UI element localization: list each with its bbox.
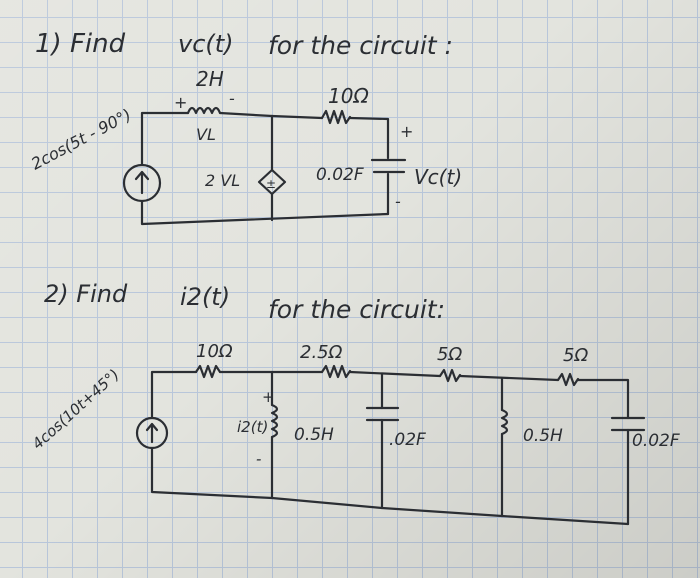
p1-wire-top-mid	[218, 111, 274, 118]
p2-c1-label: .02F	[389, 430, 426, 450]
p2-r1-label: 10Ω	[196, 341, 233, 362]
circuit-1: 1) Find vc(t) for the circuit : 2H + - V…	[28, 29, 462, 226]
p2-r3-label: 5Ω	[437, 344, 462, 365]
p2-source-label: 4cos(10t+45°)	[29, 366, 123, 453]
p1-inductor-minus: -	[229, 89, 235, 108]
p1-source-arrow	[134, 170, 150, 195]
p1-target: vc(t)	[178, 30, 234, 58]
p2-l1-label: 0.5H	[294, 425, 334, 445]
circuit-2: 2) Find i2(t) for the circuit: 10Ω 2.5Ω …	[29, 280, 680, 526]
p2-r3	[438, 368, 462, 383]
p2-current-label: i2(t)	[237, 418, 268, 436]
p1-dependent-label: 2 VL	[205, 171, 240, 190]
p2-wire-left-top	[150, 370, 198, 420]
p2-c2-label: 0.02F	[632, 431, 680, 451]
p2-r4	[556, 372, 580, 387]
p2-target: i2(t)	[180, 283, 230, 311]
p1-resistor	[320, 109, 352, 125]
p2-suffix: for the circuit:	[268, 295, 445, 324]
p1-wire-to-resistor	[270, 114, 324, 120]
p2-l2-label: 0.5H	[523, 426, 563, 446]
p1-wire-bottom	[140, 200, 390, 226]
p1-current-source	[122, 163, 162, 203]
p2-wire-r4-right	[576, 378, 630, 420]
p1-vl-label: VL	[196, 125, 216, 144]
p2-heading: 2) Find	[44, 280, 128, 308]
p1-suffix: for the circuit :	[268, 31, 453, 60]
p2-r4-label: 5Ω	[563, 345, 588, 366]
p2-l1	[270, 403, 279, 439]
p1-inductor-plus: +	[174, 93, 187, 112]
p1-cap-minus: -	[395, 192, 401, 211]
p1-heading: 1) Find	[35, 29, 126, 59]
p1-source-label: 2cos(5t - 90°)	[28, 105, 134, 174]
p1-output-label: Vc(t)	[414, 165, 462, 189]
p1-inductor	[186, 106, 222, 115]
p1-cap-plus: +	[400, 122, 413, 141]
p2-r2-label: 2.5Ω	[300, 342, 343, 363]
p1-dep-pm: ±	[266, 177, 276, 191]
p2-current-source	[135, 416, 169, 450]
p1-wire-right-top	[348, 116, 390, 160]
p2-bottom-rail	[270, 496, 630, 526]
p2-wire-left-bot	[150, 446, 274, 500]
p2-wire-r2-r3	[348, 370, 442, 378]
p2-l2	[500, 408, 509, 436]
p1-resistor-label: 10Ω	[328, 84, 369, 108]
p2-wire-r3-r4	[458, 374, 560, 382]
p2-r2	[320, 364, 352, 379]
p1-dependent-source	[257, 168, 287, 196]
p1-wire-top-left	[140, 111, 190, 167]
p2-minus: -	[256, 450, 261, 468]
p1-capacitor-label: 0.02F	[316, 165, 364, 185]
p1-inductor-label: 2H	[196, 67, 224, 91]
p2-source-arrow	[145, 422, 159, 444]
p2-r1	[194, 364, 222, 379]
